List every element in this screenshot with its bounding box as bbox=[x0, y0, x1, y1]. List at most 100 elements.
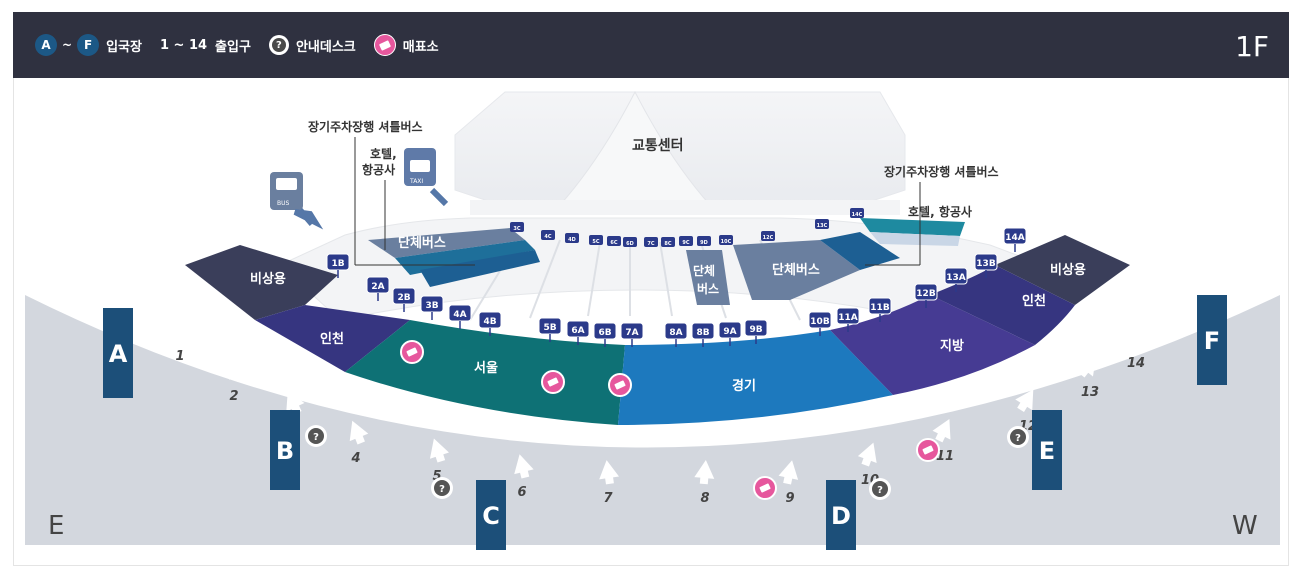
bus-stop-11b: 11B bbox=[868, 297, 892, 322]
bus-stop-label: 2B bbox=[397, 293, 410, 303]
bus-stop-label: 7A bbox=[625, 328, 638, 338]
gate-letter: F bbox=[1204, 327, 1220, 355]
bus-stop-label: 9B bbox=[749, 325, 762, 335]
zone-gyeonggi-label: 경기 bbox=[732, 378, 756, 394]
far-stop-7c: 7C bbox=[644, 237, 658, 247]
far-stop-label: 7C bbox=[647, 241, 654, 247]
legend-info-desk-icon: ? bbox=[268, 35, 289, 55]
zone-incheon-left-label: 인천 bbox=[320, 331, 344, 347]
gate-e: E bbox=[1032, 410, 1062, 490]
exit-8: 8 bbox=[694, 460, 715, 506]
bus-stop-label: 13B bbox=[976, 259, 996, 269]
zone-incheon-right-label: 인천 bbox=[1022, 293, 1046, 309]
exit-13: 13 bbox=[1077, 356, 1099, 400]
far-stop-13c: 13C bbox=[815, 219, 829, 229]
hotel-left-label-1: 호텔, bbox=[370, 147, 397, 161]
bus-stop-4b: 4B bbox=[478, 311, 502, 336]
bus-stop-label: 9A bbox=[723, 327, 736, 337]
zone-seoul-label: 서울 bbox=[474, 360, 498, 376]
bus-stop-label: 6A bbox=[571, 326, 584, 336]
far-stop-4c: 4C bbox=[541, 230, 555, 240]
far-stop-label: 9C bbox=[682, 240, 689, 246]
zone-emergency-right-label: 비상용 bbox=[1050, 262, 1086, 278]
far-stop-label: 10C bbox=[721, 239, 732, 245]
gate-c: C bbox=[476, 480, 506, 550]
bus-stop-9b: 9B bbox=[744, 319, 768, 344]
group-bus-left: 단체버스 bbox=[368, 228, 540, 287]
exit-1: 1 bbox=[174, 319, 193, 364]
exit-5: 5 bbox=[429, 438, 449, 484]
far-stop-label: 13C bbox=[817, 223, 828, 229]
far-stop-label: 9D bbox=[700, 240, 708, 246]
bus-stop-7a: 7A bbox=[620, 322, 644, 347]
bus-stop-1b: 1B bbox=[326, 253, 350, 278]
legend-exit-label: 출입구 bbox=[215, 39, 251, 55]
far-stop-12c: 12C bbox=[761, 231, 775, 241]
exit-6: 6 bbox=[514, 454, 534, 500]
exit-9: 9 bbox=[778, 460, 799, 506]
bus-stop-label: 10B bbox=[810, 317, 830, 327]
far-stop-6d: 6D bbox=[623, 237, 637, 247]
exit-number: 4 bbox=[350, 451, 360, 466]
traffic-center-label: 교통센터 bbox=[632, 138, 684, 154]
exit-number: 9 bbox=[785, 491, 794, 506]
zone-incheon-right bbox=[930, 265, 1075, 345]
far-stop-label: 4D bbox=[568, 237, 576, 243]
bus-stop-label: 11A bbox=[838, 313, 858, 323]
bus-stop-6a: 6A bbox=[566, 320, 590, 345]
zone-emergency-right bbox=[995, 235, 1130, 305]
gate-letter: A bbox=[109, 340, 128, 368]
exit-number: 2 bbox=[229, 389, 238, 404]
far-stop-4d: 4D bbox=[565, 233, 579, 243]
hotel-right-label: 호텔, 항공사 bbox=[908, 204, 972, 219]
exit-number: 5 bbox=[432, 469, 441, 484]
gate-letter: E bbox=[1039, 437, 1055, 465]
bus-stop-label: 4A bbox=[453, 310, 466, 320]
exit-4: 4 bbox=[349, 420, 369, 466]
exit-number: 1 bbox=[175, 349, 184, 364]
group-bus-left-label: 단체버스 bbox=[398, 235, 446, 251]
exit-number: 7 bbox=[603, 491, 613, 506]
floor-indicator: 1F bbox=[1235, 30, 1269, 63]
legend-gate-label: 입국장 bbox=[106, 39, 142, 55]
zone-emergency-left-label: 비상용 bbox=[250, 271, 286, 287]
shuttle-left-label: 장기주차장행 셔틀버스 bbox=[308, 119, 423, 134]
exit-14: 14 bbox=[1123, 327, 1145, 371]
bus-stop-label: 11B bbox=[870, 303, 890, 313]
far-stop-label: 12C bbox=[763, 235, 774, 241]
taxi-icon: TAXI bbox=[404, 148, 436, 186]
exit-markers: 1234567891011121314 bbox=[174, 319, 1145, 506]
service-markers: ???? bbox=[305, 340, 1029, 500]
legend-tilde: ~ bbox=[62, 38, 73, 52]
bus-stop-8a: 8A bbox=[664, 322, 688, 347]
far-stop-6c: 6C bbox=[607, 236, 621, 246]
ticket-office-icon bbox=[753, 476, 777, 500]
far-stop-label: 8C bbox=[664, 241, 671, 247]
bus-stop-label: 4B bbox=[483, 317, 496, 327]
exit-number: 13 bbox=[1081, 385, 1099, 400]
legend-ticket-office-icon bbox=[373, 34, 396, 56]
legend-bar: A ~ F 입국장 1 ~ 14 출입구 ? 안내데스크 매표소 1F bbox=[13, 12, 1289, 78]
bus-stop-label: 5B bbox=[543, 323, 556, 333]
zone-gyeonggi bbox=[618, 330, 893, 425]
bus-stop-label: 2A bbox=[371, 282, 384, 292]
far-stop-label: 4C bbox=[544, 234, 551, 240]
shuttle-right-label: 장기주차장행 셔틀버스 bbox=[884, 164, 999, 179]
group-bus-center-label-2: 버스 bbox=[697, 281, 719, 296]
info-desk-symbol: ? bbox=[877, 485, 883, 496]
far-stop-9c: 9C bbox=[679, 236, 693, 246]
far-stop-10c: 10C bbox=[719, 235, 733, 245]
legend-items: A ~ F 입국장 1 ~ 14 출입구 ? 안내데스크 매표소 bbox=[35, 34, 457, 56]
map-frame bbox=[13, 78, 1289, 566]
legend-gate-end-icon: F bbox=[77, 34, 100, 56]
exit-11: 11 bbox=[932, 419, 954, 464]
bus-arrow-icon bbox=[293, 208, 324, 230]
zone-emergency-left bbox=[185, 245, 338, 320]
gate-letter: C bbox=[482, 502, 500, 530]
bus-stop-8b: 8B bbox=[691, 322, 715, 347]
bus-stop-3b: 3B bbox=[420, 295, 444, 320]
info-desk-icon: ? bbox=[1007, 426, 1029, 448]
info-desk-icon: ? bbox=[305, 425, 327, 447]
far-stop-9d: 9D bbox=[697, 236, 711, 246]
